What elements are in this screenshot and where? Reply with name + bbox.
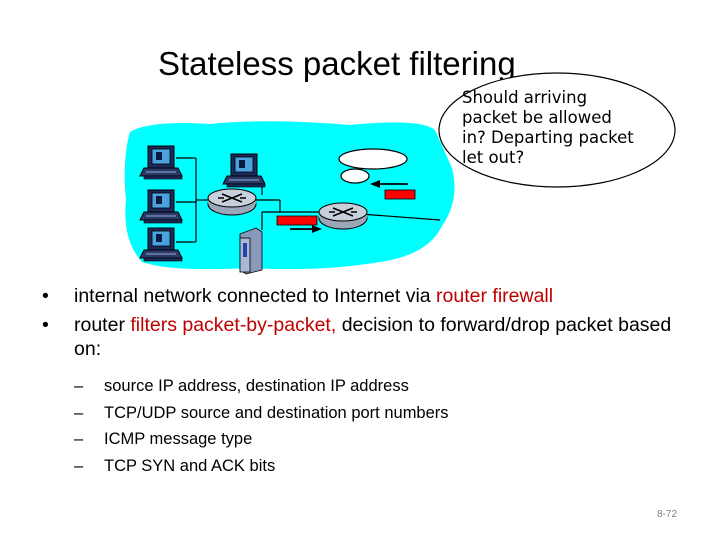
red-packet (384, 189, 416, 200)
bullet-highlight: filters packet-by-packet, (130, 314, 337, 336)
internal-router-icon (207, 188, 257, 216)
bullet-item: • internal network connected to Internet… (30, 284, 690, 308)
sub-bullet-list: – source IP address, destination IP addre… (30, 373, 690, 479)
slide-title: Stateless packet filtering (158, 45, 516, 82)
dash-marker: – (74, 377, 84, 395)
dash-marker: – (74, 456, 84, 475)
thought-bubble-text: Should arriving packet be allowed in? De… (462, 88, 662, 168)
network-diagram (124, 72, 676, 275)
sub-bullet-text: source IP address, destination IP addres… (104, 377, 409, 395)
sub-bullet-text: TCP/UDP source and destination port numb… (104, 403, 449, 422)
bubble-line: packet be allowed (462, 108, 612, 127)
bullet-dot: • (42, 285, 49, 307)
red-packet (276, 215, 318, 226)
thought-bubble-icon (338, 72, 676, 188)
firewall-router-icon (318, 202, 368, 230)
arrow-icon (290, 180, 408, 233)
bullet-dot: • (42, 314, 49, 336)
bullet-item: • router filters packet-by-packet, decis… (30, 313, 690, 361)
sub-bullet-item: – TCP/UDP source and destination port num… (30, 400, 690, 427)
sub-bullet-item: – source IP address, destination IP addre… (30, 373, 690, 400)
dash-marker: – (74, 403, 84, 422)
bubble-line: let out? (462, 148, 525, 167)
bubble-line: Should arriving (462, 88, 588, 107)
dash-marker: – (74, 430, 84, 448)
sub-bullet-text: TCP SYN and ACK bits (104, 456, 276, 475)
sub-bullet-item: – TCP SYN and ACK bits (30, 453, 690, 480)
sub-bullet-text: ICMP message type (104, 430, 253, 448)
sub-bullet-item: – ICMP message type (30, 426, 690, 453)
bullet-highlight: router firewall (436, 285, 554, 307)
bullet-text: router (74, 314, 131, 336)
bullet-text: decision to forward/drop packet based on… (74, 314, 672, 360)
bullet-list: • internal network connected to Internet… (30, 284, 690, 479)
bullet-text: internal network connected to Internet v… (74, 285, 437, 307)
server-icon (239, 227, 263, 275)
page-number: 8-72 (656, 509, 677, 520)
bubble-line: in? Departing packet (462, 128, 634, 147)
